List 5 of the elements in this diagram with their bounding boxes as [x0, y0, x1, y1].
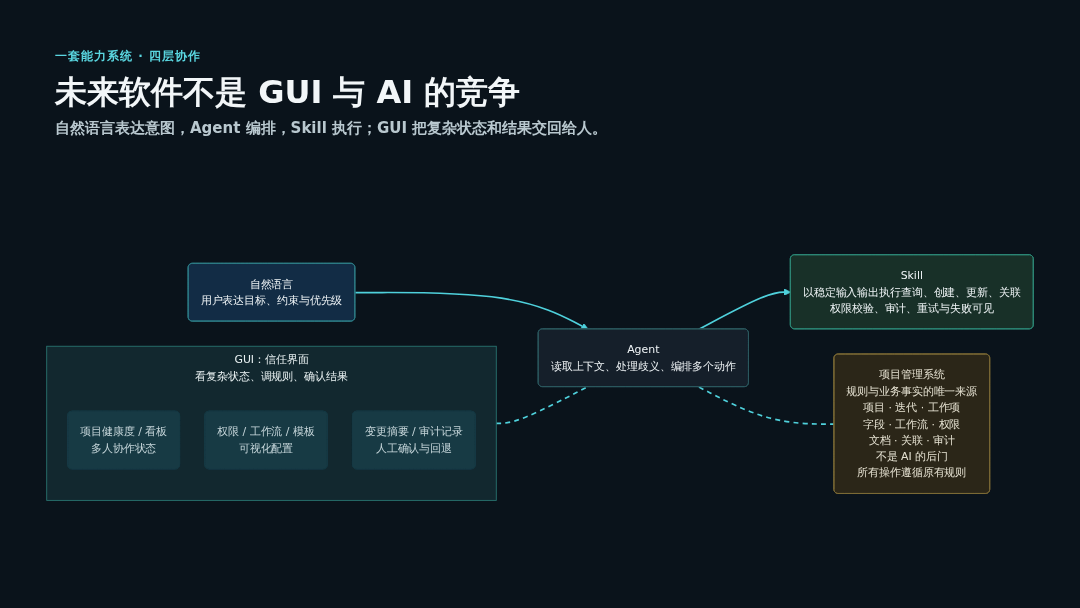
eyebrow-text: 一套能力系统 · 四层协作 — [55, 48, 202, 65]
arrow — [354, 292, 589, 331]
arrow — [698, 288, 792, 331]
title: 未来软件不是 GUI 与 AI 的竞争 — [55, 72, 522, 113]
subtitle: 自然语言表达意图，Agent 编排，Skill 执行；GUI 把复杂状态和结果交回给人。 — [55, 119, 609, 138]
